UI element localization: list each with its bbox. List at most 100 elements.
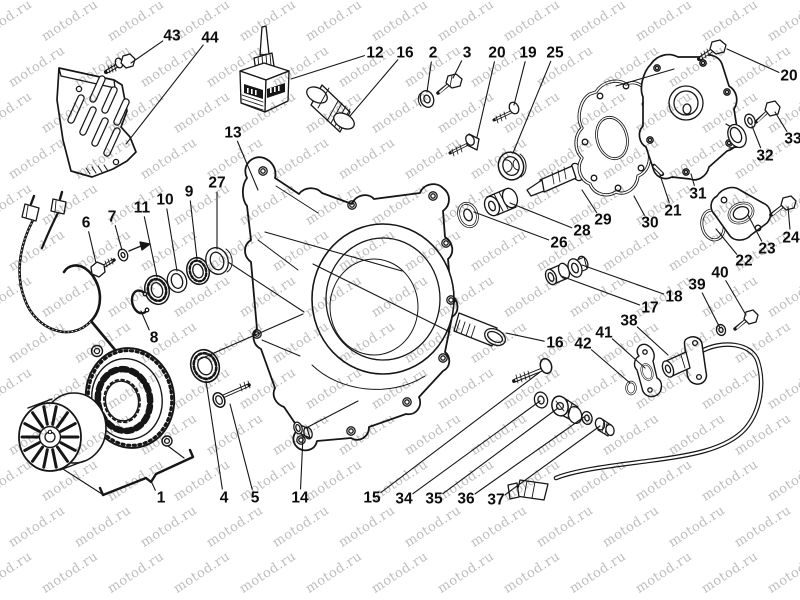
callout-label-17: 17	[641, 300, 658, 317]
circlip-8	[130, 289, 150, 315]
seal-ring-26	[457, 201, 479, 229]
bushing-14	[293, 421, 313, 440]
leader-line	[88, 231, 97, 264]
screw-19	[492, 101, 520, 124]
callout-label-27: 27	[208, 175, 225, 192]
callout-label-34: 34	[395, 491, 413, 508]
callout-label-26: 26	[550, 235, 568, 252]
callout-label-11: 11	[134, 200, 151, 217]
guard-plate-slots	[67, 75, 130, 157]
callout-label-42: 42	[574, 336, 591, 353]
assembly-axis-line	[305, 400, 359, 429]
bolt-15	[512, 357, 553, 384]
callout-label-23: 23	[758, 241, 776, 258]
leader-line	[412, 400, 541, 495]
bolt-33	[754, 100, 781, 124]
leader-line	[130, 40, 164, 64]
rotor-fin	[55, 445, 69, 463]
wire-connector	[21, 203, 40, 222]
washer-34	[533, 391, 549, 409]
callout-label-10: 10	[156, 192, 173, 209]
assembly-axis-line	[227, 261, 305, 313]
bolt-40	[733, 309, 759, 331]
leader-line	[151, 482, 156, 491]
callout-label-8: 8	[150, 330, 159, 347]
callout-label-44: 44	[201, 30, 219, 47]
assembly-axis-line	[615, 68, 675, 87]
leader-line	[473, 211, 550, 241]
leader-line	[114, 225, 123, 251]
washer-2	[417, 90, 435, 108]
assembly-axis-line	[197, 313, 304, 361]
leader-line	[590, 349, 631, 384]
leader-line	[474, 416, 585, 495]
callout-label-41: 41	[595, 325, 613, 342]
callout-label-37: 37	[487, 492, 504, 509]
guard-plate-bolt	[103, 53, 136, 75]
leader-line	[774, 111, 788, 133]
callout-label-28: 28	[573, 223, 591, 240]
direction-arrow-icon	[139, 241, 151, 251]
callout-label-38: 38	[620, 313, 638, 330]
washer-36	[581, 410, 593, 426]
leader-line	[512, 60, 552, 154]
callout-label-9: 9	[185, 184, 194, 201]
callout-label-12: 12	[366, 45, 383, 62]
oring-42	[625, 380, 637, 396]
alternator-cover	[241, 156, 506, 452]
spacer-10	[166, 269, 188, 293]
group-bracket-1	[98, 448, 195, 497]
washer-32	[744, 113, 756, 129]
bottle-label	[244, 83, 285, 99]
cover-water-spigot	[453, 312, 506, 347]
callout-label-39: 39	[688, 277, 706, 294]
leader-line	[690, 173, 695, 187]
rotor-fin	[31, 445, 45, 463]
callout-label-20: 20	[780, 68, 797, 85]
leader-line	[236, 140, 259, 191]
rotor	[18, 392, 107, 472]
stator-wiring	[18, 190, 123, 359]
callout-label-30: 30	[641, 215, 658, 232]
cover-bolt-holes	[252, 166, 456, 445]
leader-line	[299, 435, 304, 490]
leader-line	[725, 280, 747, 316]
leader-line	[380, 371, 541, 494]
leader-line	[205, 380, 223, 490]
callout-label-13: 13	[224, 125, 242, 142]
callout-label-32: 32	[756, 148, 773, 165]
leader-line	[505, 332, 545, 342]
bolt-3	[436, 73, 463, 95]
leader-line	[513, 61, 526, 106]
callout-label-15: 15	[363, 490, 381, 507]
rotor-fin	[55, 411, 69, 429]
pump-cover-bolt-20	[697, 39, 727, 61]
speedo-drive-gasket-41	[633, 343, 663, 398]
assembly-axis-line	[312, 263, 451, 333]
rotor-fin	[59, 441, 77, 452]
callout-label-19: 19	[519, 45, 537, 62]
rotor-fins	[20, 405, 80, 469]
pump-outlet-spigot	[725, 123, 747, 149]
callout-label-6: 6	[82, 215, 91, 232]
leader-line	[143, 216, 158, 278]
callout-label-5: 5	[251, 490, 260, 507]
callout-label-43: 43	[163, 28, 181, 45]
callout-label-31: 31	[689, 186, 707, 203]
leader-line	[636, 326, 669, 356]
rotor-fin	[31, 411, 45, 429]
outlet-flange-23	[710, 186, 772, 241]
callout-label-4: 4	[220, 490, 229, 507]
bolt-5	[212, 380, 251, 408]
sealant-bottle	[239, 25, 290, 113]
leader-line	[504, 425, 601, 496]
callout-label-1: 1	[157, 490, 166, 507]
rotor-fin	[23, 422, 41, 433]
leader-line	[715, 228, 738, 255]
leader-line	[659, 174, 670, 204]
leader-line	[560, 275, 641, 306]
dowel-pin-21	[651, 163, 665, 177]
